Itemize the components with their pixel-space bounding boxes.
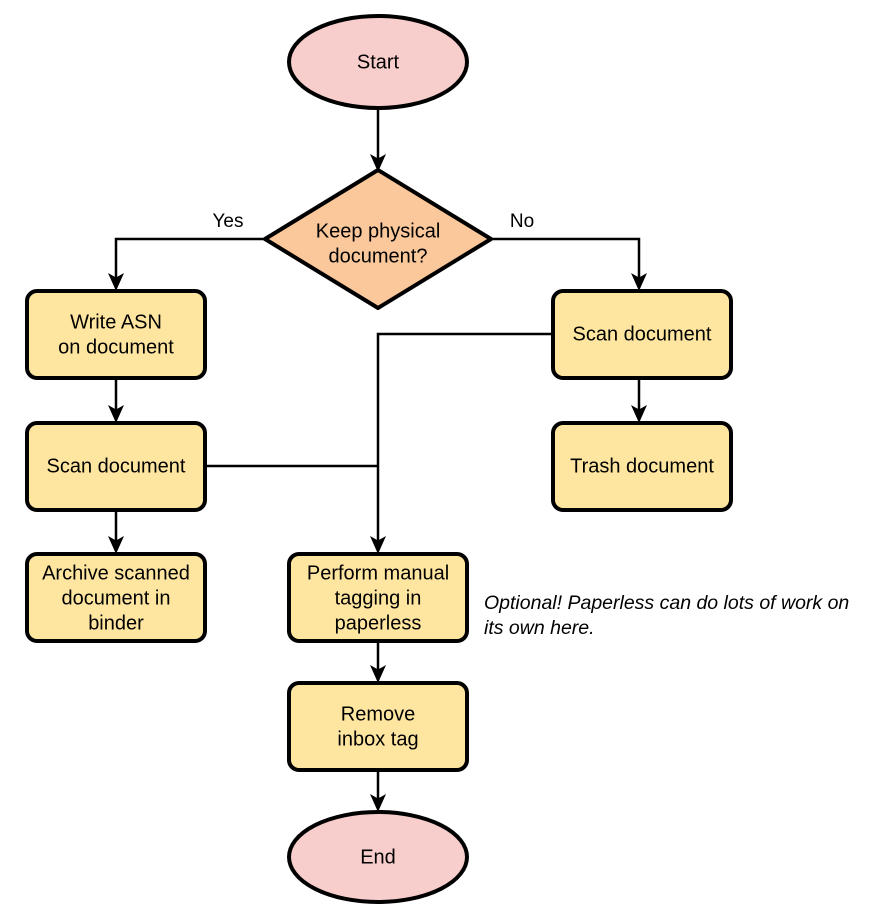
node-label-remove-inbox-tag-line2: inbox tag xyxy=(337,728,418,750)
node-label-archive-line1: Archive scanned xyxy=(42,562,190,584)
edge-label-yes: Yes xyxy=(213,211,244,232)
edge-scan-right-to-trash xyxy=(631,378,647,423)
node-start[interactable]: Start xyxy=(287,14,469,110)
node-label-manual-tagging-line1: Perform manual xyxy=(307,562,449,584)
remove-inbox-tag-rect[interactable] xyxy=(287,681,469,772)
node-label-scan-document-right: Scan document xyxy=(573,323,712,345)
edge-manual-tagging-to-remove-inbox-tag xyxy=(370,641,386,683)
edge-arrowhead xyxy=(631,273,647,291)
node-label-write-asn-line2: on document xyxy=(58,336,174,358)
edge-arrowhead xyxy=(370,665,386,683)
node-label-archive-line3: binder xyxy=(88,612,144,634)
node-label-scan-document-left: Scan document xyxy=(47,455,186,477)
edge-arrowhead xyxy=(370,794,386,812)
scan-document-right-rect[interactable] xyxy=(551,289,733,380)
node-archive-binder[interactable]: Archive scanned document in binder xyxy=(25,552,207,643)
node-keep-physical-document[interactable]: Keep physical document? xyxy=(263,168,493,310)
node-label-keep-physical-line1: Keep physical xyxy=(316,220,441,242)
node-layer: Start Keep physical document? Write ASN … xyxy=(25,14,733,904)
edge-arrowhead xyxy=(108,273,124,291)
edge-arrowhead xyxy=(108,405,124,423)
edge-arrowhead xyxy=(370,154,386,172)
edge-arrowhead xyxy=(370,536,386,554)
edge-start-to-decision xyxy=(370,108,386,172)
edge-arrowhead xyxy=(108,536,124,554)
decision-diamond[interactable] xyxy=(263,168,493,310)
edge-decision-to-scan-right: No xyxy=(491,211,647,291)
edge-scan-left-to-archive xyxy=(108,510,124,554)
edge-label-no: No xyxy=(510,211,534,232)
optional-note-line1: Optional! Paperless can do lots of work … xyxy=(484,592,849,614)
optional-note: Optional! Paperless can do lots of work … xyxy=(484,592,849,639)
scan-document-left-rect[interactable] xyxy=(25,421,207,512)
node-scan-document-right[interactable]: Scan document xyxy=(551,289,733,380)
edge-decision-to-write-asn: Yes xyxy=(108,211,265,291)
archive-binder-rect[interactable] xyxy=(25,552,207,643)
node-label-end: End xyxy=(360,846,396,868)
annotation-layer: Optional! Paperless can do lots of work … xyxy=(484,592,849,639)
start-ellipse[interactable] xyxy=(287,14,469,110)
edge-remove-inbox-tag-to-end xyxy=(370,770,386,812)
edge-arrowhead xyxy=(631,405,647,423)
node-remove-inbox-tag[interactable]: Remove inbox tag xyxy=(287,681,469,772)
trash-document-rect[interactable] xyxy=(551,421,733,512)
node-trash-document[interactable]: Trash document xyxy=(551,421,733,512)
node-scan-document-left[interactable]: Scan document xyxy=(25,421,207,512)
write-asn-rect[interactable] xyxy=(25,289,207,380)
edge-write-asn-to-scan-left xyxy=(108,378,124,423)
node-end[interactable]: End xyxy=(287,810,469,904)
end-ellipse[interactable] xyxy=(287,810,469,904)
node-label-remove-inbox-tag-line1: Remove xyxy=(341,703,415,725)
node-label-manual-tagging-line3: paperless xyxy=(335,612,422,634)
node-label-manual-tagging-line2: tagging in xyxy=(335,587,422,609)
edge-scan-right-to-manual-tagging xyxy=(370,332,553,554)
node-label-keep-physical-line2: document? xyxy=(329,245,428,267)
edge-line xyxy=(376,332,553,542)
edge-line xyxy=(114,237,265,279)
node-label-trash-document: Trash document xyxy=(570,455,714,477)
node-label-start: Start xyxy=(357,51,400,73)
node-label-write-asn-line1: Write ASN xyxy=(70,311,162,333)
manual-tagging-rect[interactable] xyxy=(287,552,469,643)
node-label-archive-line2: document in xyxy=(62,587,171,609)
edge-line xyxy=(491,237,641,279)
edge-layer: Yes No xyxy=(108,108,647,812)
node-manual-tagging[interactable]: Perform manual tagging in paperless xyxy=(287,552,469,643)
node-write-asn[interactable]: Write ASN on document xyxy=(25,289,207,380)
optional-note-line2: its own here. xyxy=(484,617,595,639)
